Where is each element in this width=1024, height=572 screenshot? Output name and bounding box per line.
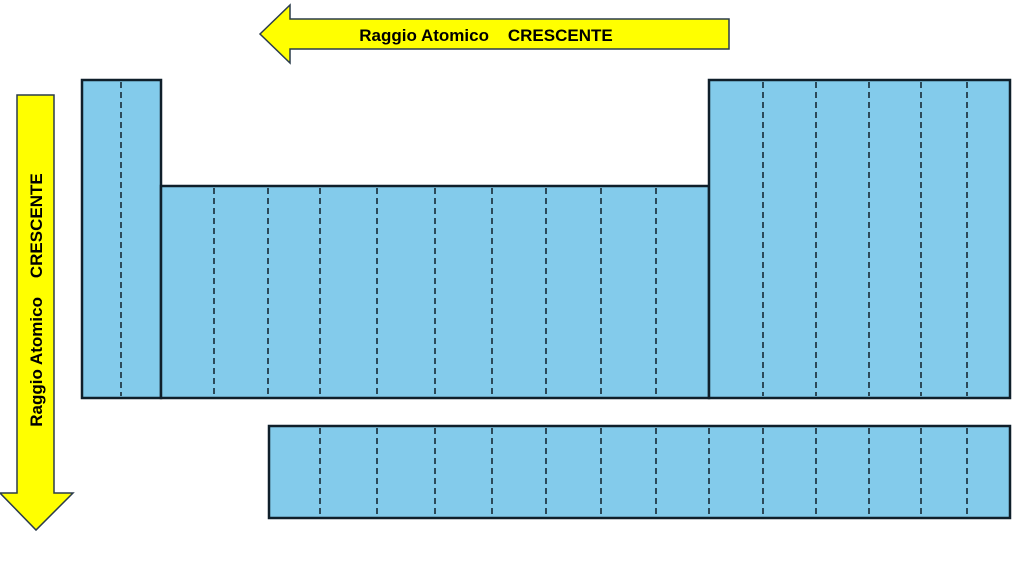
f-block <box>267 424 1012 520</box>
s-block <box>80 78 163 400</box>
vertical-arrow: Raggio Atomico CRESCENTE <box>0 94 75 532</box>
d-block <box>159 184 711 400</box>
horizontal-arrow-label: Raggio Atomico CRESCENTE <box>359 26 612 45</box>
vertical-arrow-label: Raggio Atomico CRESCENTE <box>27 173 46 426</box>
horizontal-arrow: Raggio Atomico CRESCENTE <box>258 3 730 65</box>
p-block <box>707 78 1012 400</box>
